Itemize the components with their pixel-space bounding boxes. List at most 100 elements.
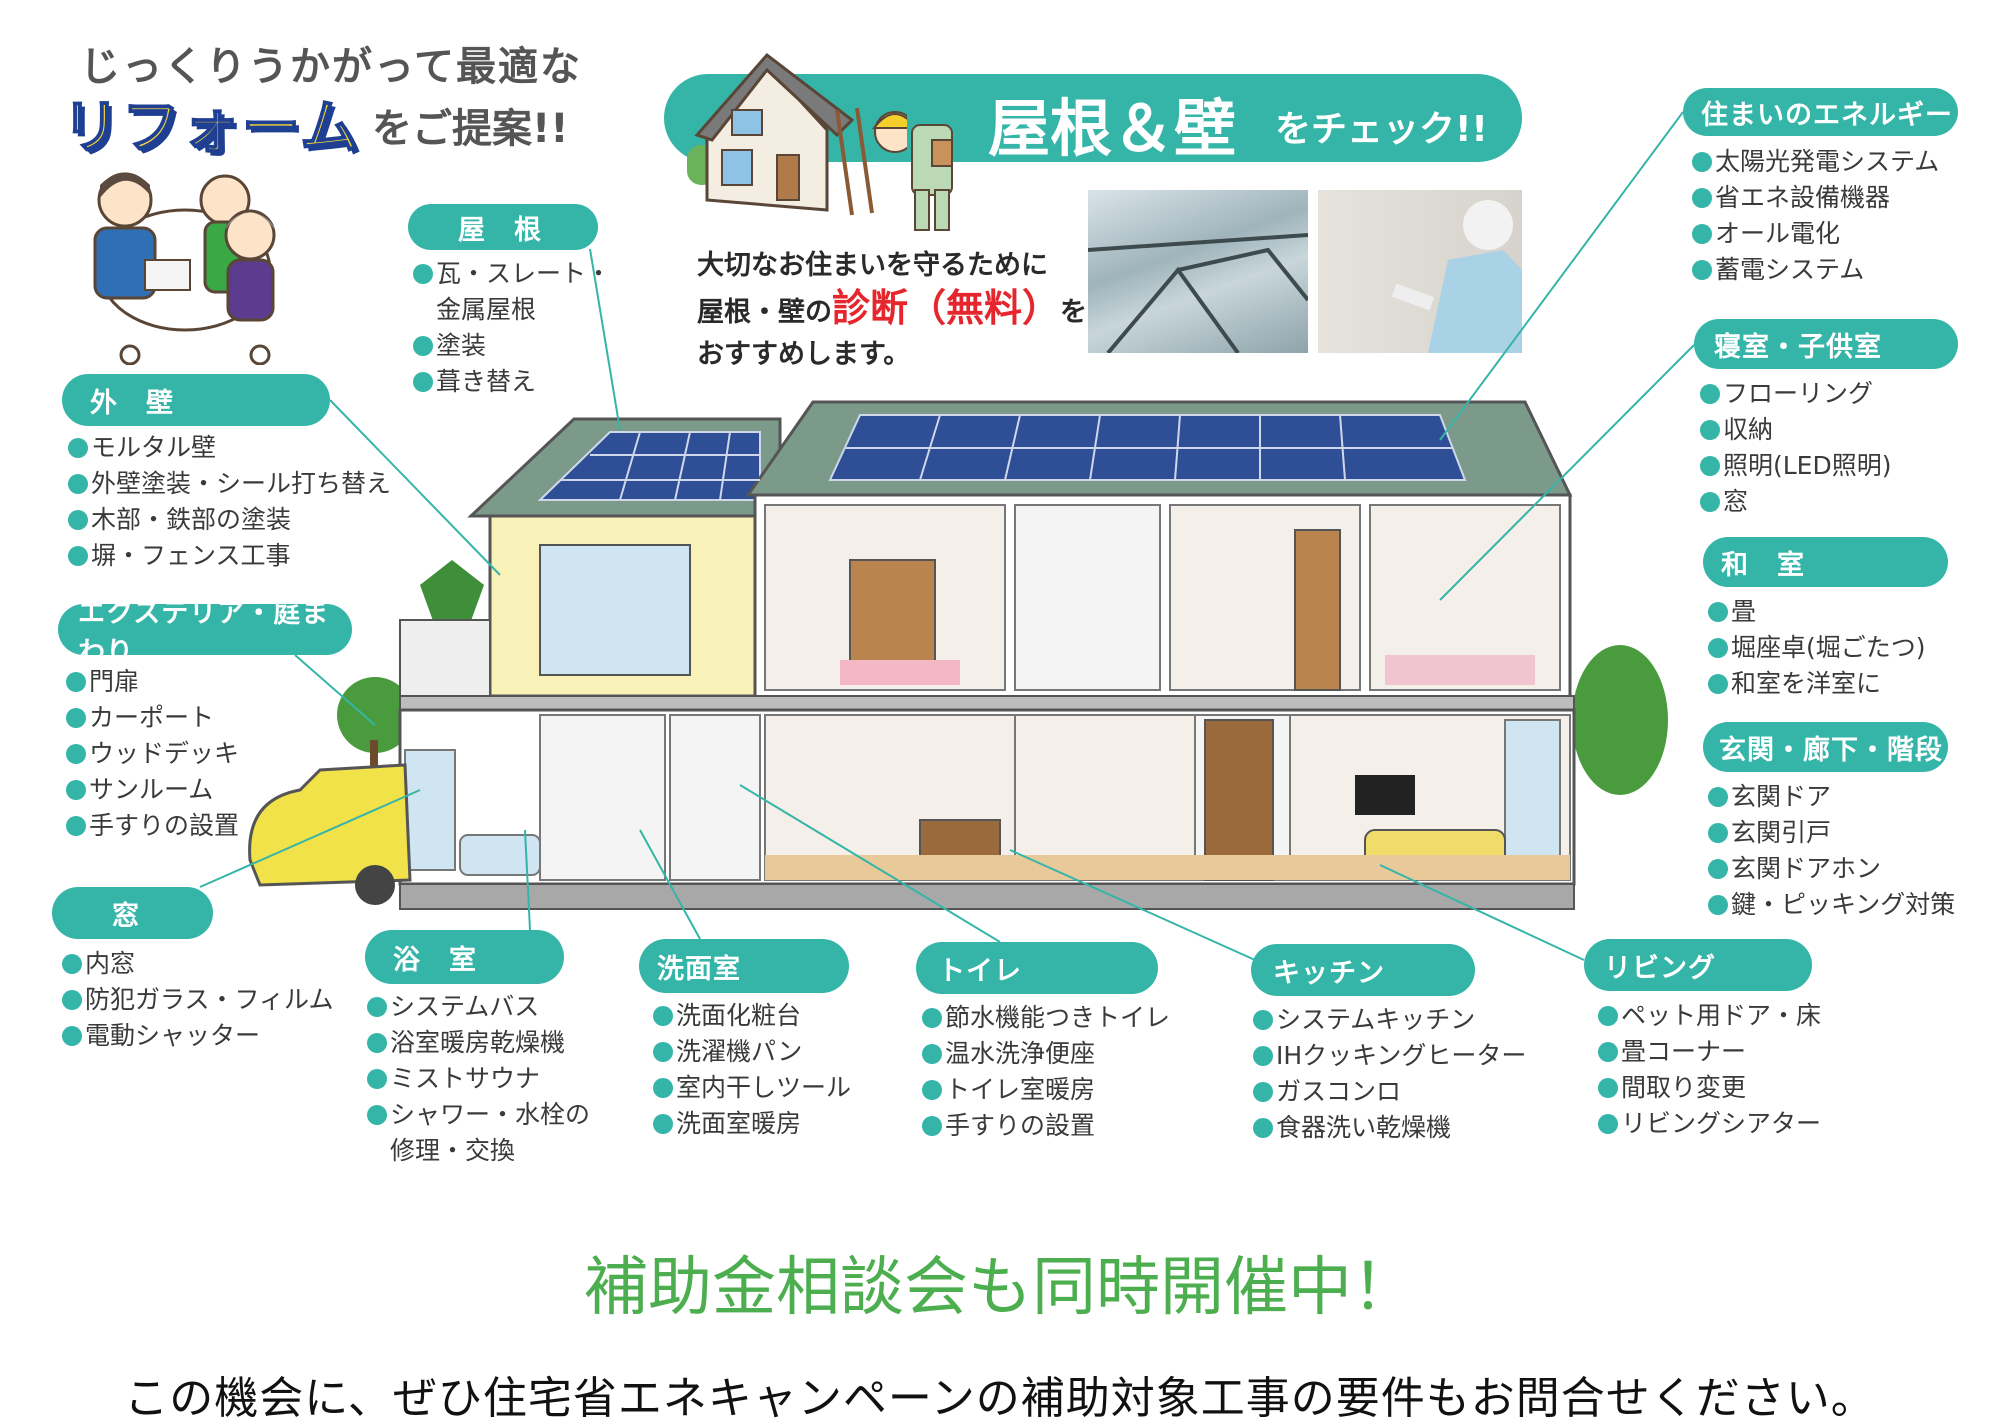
bullet-icon bbox=[367, 997, 387, 1017]
list-item: システムバス bbox=[367, 989, 590, 1025]
list-item: 太陽光発電システム bbox=[1692, 144, 1939, 180]
diagnosis-description: 大切なお住まいを守るために 屋根・壁の診断（無料）を おすすめします。 bbox=[697, 245, 1087, 376]
bathroom-category-label: 浴 室 bbox=[365, 930, 564, 984]
bullet-icon bbox=[68, 438, 88, 458]
list-item: 葺き替え bbox=[413, 364, 611, 400]
list-item: 金属屋根 bbox=[436, 295, 537, 324]
free-diagnosis-highlight: 診断（無料） bbox=[832, 286, 1061, 330]
toilet-category-label: トイレ bbox=[916, 942, 1158, 994]
list-item: 洗濯機パン bbox=[653, 1034, 851, 1070]
list-item: 洗面室暖房 bbox=[653, 1106, 851, 1142]
list-item: 食器洗い乾燥機 bbox=[1253, 1110, 1526, 1146]
exterior-wall-category-label: 外 壁 bbox=[62, 374, 330, 426]
toilet-item-list: 節水機能つきトイレ 温水洗浄便座 トイレ室暖房 手すりの設置 bbox=[922, 1000, 1170, 1144]
bullet-icon bbox=[922, 1080, 942, 1100]
bathroom-item-list: システムバス 浴室暖房乾燥機 ミストサウナ シャワー・水栓の 修理・交換 bbox=[367, 989, 590, 1169]
bullet-icon bbox=[62, 1026, 82, 1046]
window-item-list: 内窓 防犯ガラス・フィルム 電動シャッター bbox=[62, 946, 334, 1054]
subsidy-consultation-heading: 補助金相談会も同時開催中！ bbox=[584, 1251, 1416, 1325]
list-item: 節水機能つきトイレ bbox=[922, 1000, 1170, 1036]
bullet-icon bbox=[66, 672, 86, 692]
list-item: 畳 bbox=[1708, 594, 1926, 630]
exterior-wall-item-list: モルタル壁 外壁塗装・シール打ち替え 木部・鉄部の塗装 塀・フェンス工事 bbox=[68, 430, 391, 574]
list-item: 温水洗浄便座 bbox=[922, 1036, 1170, 1072]
bullet-icon bbox=[1598, 1042, 1618, 1062]
bullet-icon bbox=[66, 744, 86, 764]
list-item: カーポート bbox=[66, 700, 239, 736]
bullet-icon bbox=[68, 510, 88, 530]
bullet-icon bbox=[1253, 1118, 1273, 1138]
bullet-icon bbox=[1692, 152, 1712, 172]
banner-subtitle: をチェック!! bbox=[1275, 109, 1488, 150]
list-item: ガスコンロ bbox=[1253, 1074, 1526, 1110]
list-item: モルタル壁 bbox=[68, 430, 391, 466]
bullet-icon bbox=[653, 1078, 673, 1098]
list-item: トイレ室暖房 bbox=[922, 1072, 1170, 1108]
house-with-ladder-icon bbox=[687, 52, 907, 216]
bullet-icon bbox=[1700, 384, 1720, 404]
bullet-icon bbox=[413, 336, 433, 356]
exterior-garden-category-label: エクステリア・庭まわり bbox=[58, 598, 352, 668]
entrance-item-list: 玄関ドア 玄関引戸 玄関ドアホン 鍵・ピッキング対策 bbox=[1708, 779, 1955, 923]
bullet-icon bbox=[922, 1044, 942, 1064]
list-item: 外壁塗装・シール打ち替え bbox=[68, 466, 391, 502]
bullet-icon bbox=[1700, 492, 1720, 512]
bullet-icon bbox=[1708, 674, 1728, 694]
bullet-icon bbox=[1708, 895, 1728, 915]
list-item: 照明(LED照明) bbox=[1700, 448, 1891, 484]
banner-title: 屋根＆壁 bbox=[988, 92, 1237, 165]
desc-line2-suffix: を bbox=[1060, 297, 1088, 328]
bullet-icon bbox=[62, 954, 82, 974]
list-item: 窓 bbox=[1700, 484, 1891, 520]
list-item: 省エネ設備機器 bbox=[1692, 180, 1939, 216]
bullet-icon bbox=[1708, 859, 1728, 879]
bullet-icon bbox=[1708, 602, 1728, 622]
headline-suggest: をご提案!! bbox=[372, 106, 569, 152]
list-item: フローリング bbox=[1700, 376, 1891, 412]
headline-reform: リフォーム bbox=[61, 92, 361, 162]
desc-line2-prefix: 屋根・壁の bbox=[697, 297, 832, 328]
bullet-icon bbox=[413, 264, 433, 284]
bullet-icon bbox=[68, 546, 88, 566]
energy-category-label: 住まいのエネルギー bbox=[1683, 88, 1958, 136]
bullet-icon bbox=[653, 1042, 673, 1062]
list-item: 間取り変更 bbox=[1598, 1070, 1821, 1106]
bullet-icon bbox=[413, 372, 433, 392]
bullet-icon bbox=[1692, 224, 1712, 244]
list-item: 洗面化粧台 bbox=[653, 998, 851, 1034]
list-item: 塀・フェンス工事 bbox=[68, 538, 391, 574]
japanese-room-item-list: 畳 堀座卓(堀ごたつ) 和室を洋室に bbox=[1708, 594, 1926, 702]
bullet-icon bbox=[1700, 420, 1720, 440]
list-item: 蓄電システム bbox=[1692, 252, 1939, 288]
list-item: 電動シャッター bbox=[62, 1018, 334, 1054]
list-item: 玄関ドア bbox=[1708, 779, 1955, 815]
list-item: 内窓 bbox=[62, 946, 334, 982]
japanese-room-category-label: 和 室 bbox=[1703, 537, 1948, 587]
list-item: 木部・鉄部の塗装 bbox=[68, 502, 391, 538]
living-item-list: ペット用ドア・床 畳コーナー 間取り変更 リビングシアター bbox=[1598, 998, 1821, 1142]
bullet-icon bbox=[653, 1114, 673, 1134]
bullet-icon bbox=[1598, 1114, 1618, 1134]
bullet-icon bbox=[1708, 638, 1728, 658]
list-item: サンルーム bbox=[66, 772, 239, 808]
bullet-icon bbox=[367, 1033, 387, 1053]
list-item: リビングシアター bbox=[1598, 1106, 1821, 1142]
bullet-icon bbox=[922, 1116, 942, 1136]
bullet-icon bbox=[62, 990, 82, 1010]
desc-line3: おすすめします。 bbox=[697, 339, 911, 370]
list-item: ペット用ドア・床 bbox=[1598, 998, 1821, 1034]
window-category-label: 窓 bbox=[52, 887, 213, 939]
bullet-icon bbox=[1253, 1082, 1273, 1102]
list-item: ミストサウナ bbox=[367, 1061, 590, 1097]
list-item: 玄関ドアホン bbox=[1708, 851, 1955, 887]
bedroom-item-list: フローリング 収納 照明(LED照明) 窓 bbox=[1700, 376, 1891, 520]
consultation-illustration bbox=[93, 172, 276, 365]
inspector-illustration bbox=[911, 124, 953, 231]
bullet-icon bbox=[1598, 1006, 1618, 1026]
list-item: 門扉 bbox=[66, 664, 239, 700]
bullet-icon bbox=[367, 1105, 387, 1125]
desc-line1: 大切なお住まいを守るために bbox=[697, 250, 1048, 281]
list-item: 収納 bbox=[1700, 412, 1891, 448]
roof-category-label: 屋 根 bbox=[408, 204, 598, 250]
list-item: 瓦・スレート・ bbox=[413, 256, 611, 292]
